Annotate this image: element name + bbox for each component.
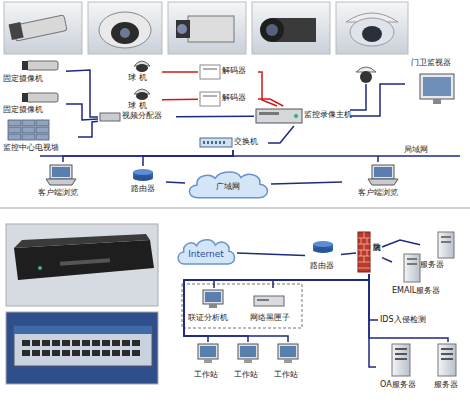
node-label: IDS入侵检测 [380,315,426,325]
node-label: 路由器 [131,184,155,194]
node-label: 工作站 [194,370,218,380]
node-label: 监控中心电视墙 [3,143,59,153]
node-label: 解码器 [222,66,246,76]
node-label: 客户端浏览 [38,188,78,198]
device-node: 交换机 [198,136,268,150]
connector-line [237,253,305,255]
node-label: 球 机 [128,73,147,83]
device-node: 球 机 [122,86,162,114]
device-node: 固定摄像机 [2,58,66,88]
connector-line [258,72,277,106]
node-label: 广域网 [185,182,271,192]
device-node: 服务器 [420,230,464,270]
device-node: 球 机 [122,58,162,86]
connector-line [63,150,233,162]
node-label: 客户端浏览 [358,188,398,198]
node-label: 联证分析机 [188,313,228,323]
network-label: 局域网 [404,145,428,155]
network-icons [198,232,456,376]
node-label: 固定摄像机 [3,105,43,115]
connector-line [162,71,198,73]
connector-line [350,84,405,116]
node-label: 工作站 [234,370,258,380]
device-node: 网络黑匣子 [246,288,300,324]
node-label: 网络黑匣子 [250,313,290,323]
device-node: 路由器 [305,240,341,272]
device-node: 客户端浏览 [32,162,94,200]
connector-line [369,274,448,342]
node-label: 固定摄像机 [3,74,43,84]
connector-line [214,274,369,288]
connector-line [176,116,254,118]
connector-line [184,274,369,342]
device-node: 固定摄像机 [2,90,66,118]
device-node: 解码器 [198,63,258,81]
device-node: 客户端浏览 [342,162,414,200]
node-label: 球 机 [128,101,147,111]
device-node: 视频分配器 [98,110,176,124]
device-node: 监控录像主机 [254,106,350,126]
node-label: 路由器 [310,261,334,271]
node-label: 门卫监视器 [411,58,451,68]
device-node: 工作站 [190,342,226,382]
device-node: 联证分析机 [186,288,242,324]
device-node: 工作站 [270,342,306,382]
node-label: 监控录像主机 [304,110,352,120]
node-label: 工作站 [274,370,298,380]
connector-line [66,70,98,117]
connector-line [271,182,342,184]
connector-line [78,121,98,137]
connector-line [382,240,420,247]
connector-line [258,99,283,106]
connector-line [341,253,356,254]
cloud-node: Internet [175,238,237,266]
device-node: OA服务器 [376,342,428,392]
device-node: 工作站 [230,342,266,382]
device-node: EMAIL服务器 [392,252,452,298]
connector-line [268,126,294,143]
section-divider [0,207,470,209]
equipment-photos [6,224,158,384]
device-node: 监控中心电视墙 [2,118,78,156]
connector-line [369,274,376,367]
connector-line [369,274,378,320]
device-node: 路由器 [120,166,166,196]
device-node: 服务器 [428,342,468,392]
device-node: 解码器 [198,90,258,108]
node-label: 服务器 [434,380,458,390]
connector-line [66,104,98,120]
connector-line [184,274,369,342]
device-icons [8,61,454,185]
node-label: EMAIL服务器 [392,286,440,296]
connector-line [382,258,392,262]
device-node: IDS入侵检测 [378,313,448,327]
connector-line [166,181,185,183]
node-label: OA服务器 [380,380,416,390]
node-label: 交换机 [234,137,258,147]
cloud-node: 广域网 [185,170,271,200]
node-label: 视频分配器 [122,111,162,121]
connector-line [273,274,369,288]
connector-line [143,150,233,166]
device-node: 门卫监视器 [405,58,465,110]
node-label: 服务器 [420,260,444,270]
node-label: 解码器 [222,93,246,103]
connector-line [184,274,369,342]
node-label: Internet [175,249,237,259]
device-node: 防火墙 [356,230,382,274]
camera-photos [4,2,408,54]
connector-line [162,99,198,101]
